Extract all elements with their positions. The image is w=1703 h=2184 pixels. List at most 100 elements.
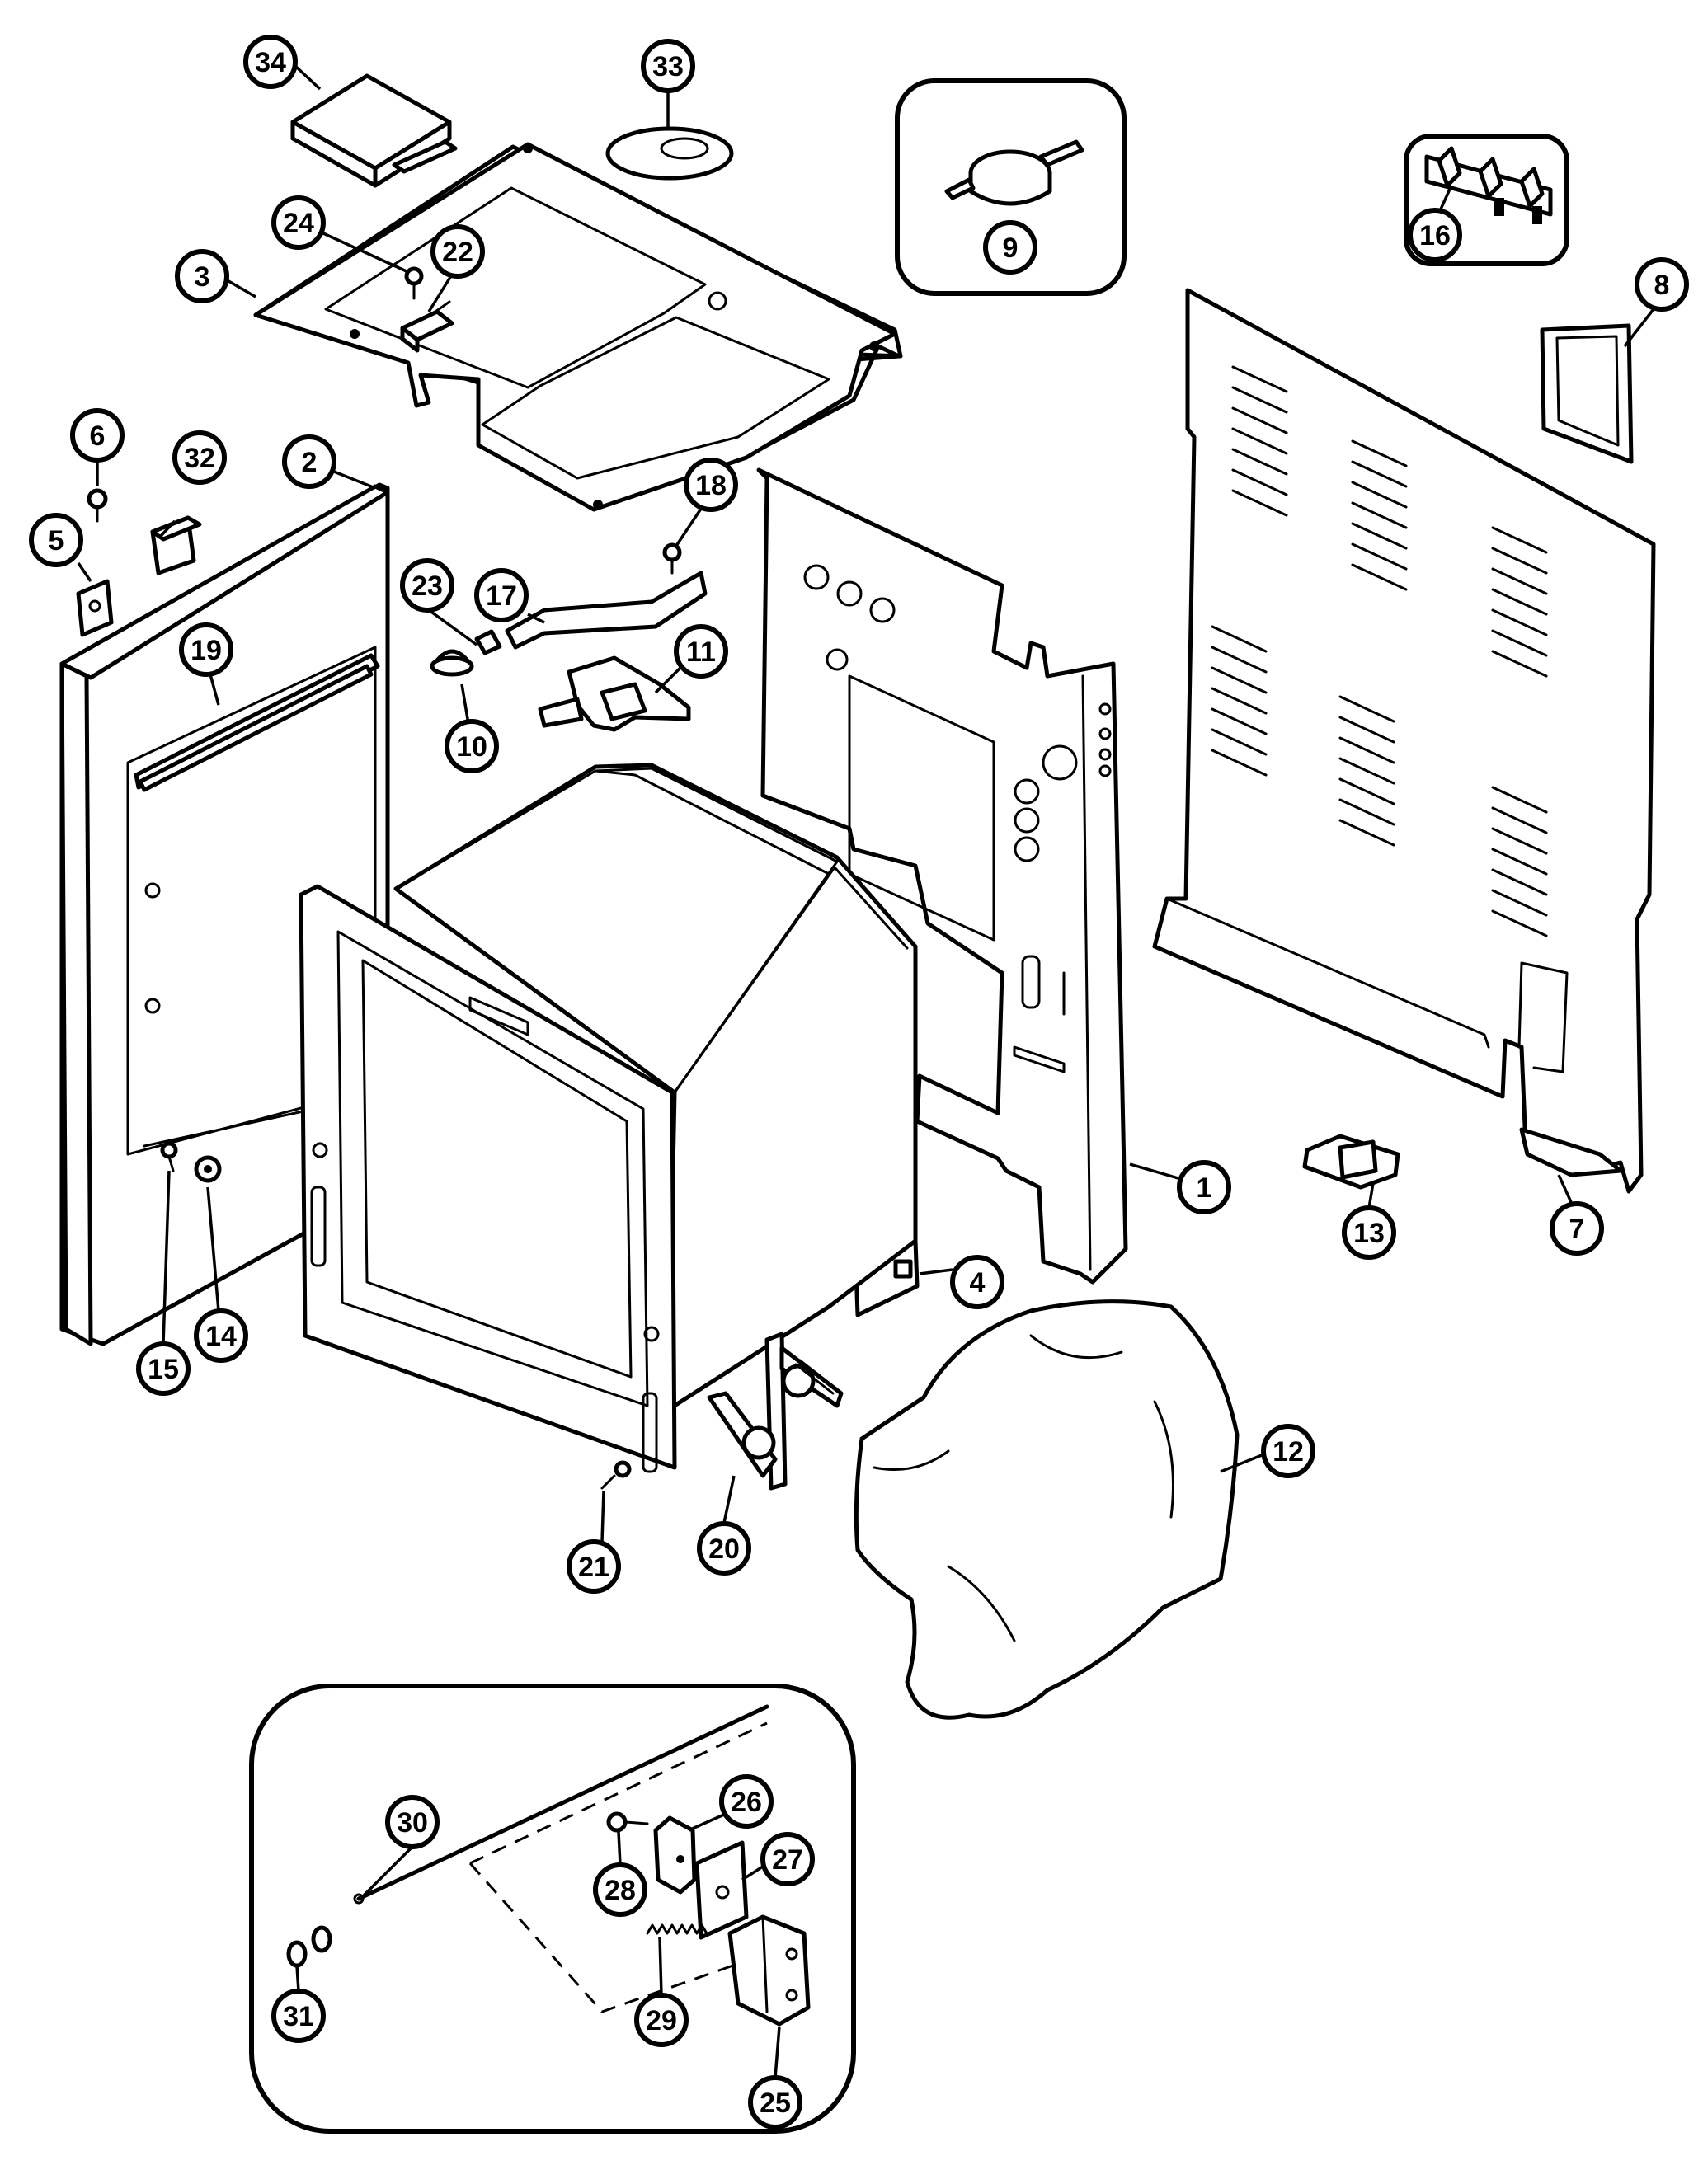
vent-group-1 [1231, 365, 1288, 517]
callout-23: 23 [400, 558, 454, 613]
callout-10-label: 10 [456, 731, 487, 763]
part-24-screw [404, 266, 424, 300]
callout-5: 5 [29, 513, 83, 567]
callout-2: 2 [282, 434, 336, 489]
inset-frame-16 [1404, 134, 1569, 266]
callout-28-label: 28 [605, 1875, 636, 1906]
part-11-hinge-bracket [538, 655, 691, 732]
callout-15-label: 15 [148, 1354, 179, 1385]
callout-18-label: 18 [695, 470, 727, 501]
callout-30: 30 [385, 1795, 440, 1849]
part-8-bracket [1540, 323, 1634, 464]
part-10-knob [430, 649, 474, 677]
callout-19: 19 [179, 622, 233, 677]
part-18-screw [662, 542, 682, 575]
part-27-plate [694, 1840, 749, 1940]
part-16-terminal-block [1424, 146, 1553, 224]
part-23-block [474, 629, 502, 655]
callout-5-label: 5 [49, 525, 64, 557]
callout-6-label: 6 [90, 420, 106, 452]
part-26-latch-arm [653, 1815, 697, 1895]
part-22-switch [400, 300, 454, 353]
latch-outline [468, 1721, 768, 2013]
callout-28: 28 [593, 1862, 647, 1917]
callout-27-label: 27 [772, 1844, 803, 1876]
callout-3: 3 [175, 249, 229, 303]
callout-16-label: 16 [1419, 220, 1451, 251]
callout-31-label: 31 [283, 2001, 314, 2032]
callout-9-label: 9 [1003, 232, 1019, 264]
part-28-screw [606, 1811, 649, 1833]
callout-1-label: 1 [1197, 1172, 1212, 1204]
callout-17: 17 [474, 568, 529, 622]
callout-7-label: 7 [1569, 1214, 1585, 1245]
part-30-rod [353, 1704, 769, 1905]
part-9-thermostat [944, 139, 1084, 206]
callout-20-label: 20 [708, 1533, 740, 1565]
part-34-box [290, 73, 458, 188]
callout-24-label: 24 [283, 208, 314, 239]
part-29-spring [646, 1923, 708, 1935]
leader-lines [77, 64, 1655, 2078]
inset-frame-9 [895, 78, 1127, 296]
callout-8: 8 [1635, 257, 1689, 312]
callout-22-label: 22 [442, 237, 473, 268]
callout-2-label: 2 [302, 447, 318, 478]
callout-17-label: 17 [486, 580, 517, 612]
callout-4-label: 4 [970, 1267, 986, 1299]
part-15-screw [160, 1141, 178, 1172]
callout-27: 27 [760, 1832, 815, 1886]
part-20-door-hinge [707, 1332, 844, 1491]
part-25-latch-bracket [727, 1914, 811, 2027]
part-31-washer [286, 1925, 332, 1968]
callout-16: 16 [1408, 208, 1462, 262]
callout-21-label: 21 [578, 1552, 609, 1583]
part-1-side-panel [756, 467, 1128, 1285]
vent-group-3 [1491, 526, 1548, 678]
callout-3-label: 3 [195, 261, 210, 293]
callout-33-label: 33 [652, 51, 684, 82]
callout-24: 24 [271, 195, 326, 250]
callout-34: 34 [243, 35, 298, 89]
callout-26: 26 [719, 1774, 774, 1829]
part-5-clip [76, 579, 114, 637]
part-6-screw [87, 488, 108, 523]
part-7-rear-panel [1152, 288, 1656, 1194]
callout-13-label: 13 [1353, 1218, 1385, 1249]
callout-21: 21 [567, 1539, 621, 1594]
callout-12-label: 12 [1273, 1436, 1304, 1468]
callout-1: 1 [1177, 1160, 1231, 1214]
callout-6: 6 [70, 408, 125, 463]
callout-34-label: 34 [255, 47, 286, 78]
callout-23-label: 23 [412, 571, 443, 602]
callout-14-label: 14 [205, 1321, 237, 1352]
callout-33: 33 [641, 39, 695, 93]
callout-18: 18 [684, 458, 738, 512]
callout-31: 31 [271, 1989, 326, 2043]
vent-group-6 [1491, 786, 1548, 937]
callout-15: 15 [136, 1341, 191, 1396]
callout-12: 12 [1261, 1424, 1315, 1478]
part-19-strip [138, 664, 374, 792]
callout-10: 10 [445, 719, 499, 773]
part-33-cap [605, 126, 734, 181]
callout-22: 22 [430, 224, 485, 279]
inset-frame-latch [249, 1684, 856, 2134]
callout-25: 25 [748, 2075, 802, 2130]
callout-25-label: 25 [760, 2088, 791, 2119]
callout-26-label: 26 [731, 1787, 762, 1818]
part-14-plug [194, 1155, 222, 1183]
part-17-bracket [505, 571, 708, 650]
cavity-front-frame [299, 884, 677, 1473]
vent-group-5 [1338, 695, 1395, 847]
callout-20: 20 [697, 1521, 751, 1576]
callout-11-label: 11 [686, 636, 716, 668]
callout-8-label: 8 [1654, 270, 1670, 301]
callout-29-label: 29 [646, 2005, 677, 2036]
callout-4: 4 [950, 1255, 1004, 1309]
part-3-top-panel [253, 142, 903, 512]
callout-29: 29 [634, 1993, 689, 2047]
callout-11: 11 [674, 624, 728, 679]
callout-14: 14 [194, 1308, 248, 1363]
